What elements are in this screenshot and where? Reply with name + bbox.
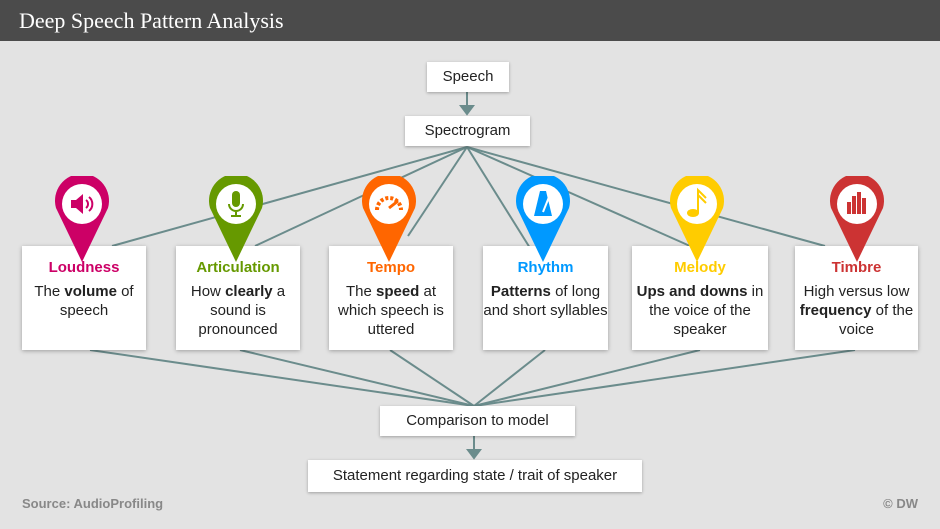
feature-title: Timbre (831, 259, 882, 276)
feature-title: Tempo (366, 259, 416, 276)
microphone-icon (228, 191, 244, 217)
spectrogram-box: Spectrogram (405, 116, 530, 146)
source-note: Source: AudioProfiling (22, 496, 164, 511)
map-pin-rhythm (515, 173, 571, 264)
map-pin-loudness (54, 173, 110, 264)
map-pin-timbre (829, 173, 885, 264)
page-title: Deep Speech Pattern Analysis (19, 8, 284, 33)
speedometer-icon (375, 196, 403, 211)
map-pin-tempo (361, 173, 417, 264)
speaker-icon (71, 194, 94, 214)
feature-description: High versus low frequency of the voice (799, 283, 914, 338)
map-pin-articulation (208, 173, 264, 264)
feature-title: Rhythm (517, 259, 574, 276)
feature-title: Loudness (48, 259, 120, 276)
feature-title: Melody (674, 259, 726, 276)
speech-box: Speech (427, 62, 509, 92)
music-note-icon (687, 187, 707, 217)
feature-description: Patterns of long and short syllables (483, 283, 608, 319)
comparison-box: Comparison to model (380, 406, 575, 436)
feature-title: Articulation (196, 259, 280, 276)
feature-description: Ups and downs in the voice of the speake… (636, 283, 764, 338)
equalizer-icon (847, 192, 866, 214)
feature-description: How clearly a sound is pronounced (190, 283, 286, 338)
feature-description: The volume of speech (34, 283, 134, 319)
feature-description: The speed at which speech is uttered (338, 283, 444, 338)
metronome-icon (534, 191, 552, 216)
map-pin-melody (669, 173, 725, 264)
copyright: © DW (883, 496, 918, 511)
header-bar: Deep Speech Pattern Analysis (0, 0, 940, 41)
statement-box: Statement regarding state / trait of spe… (308, 460, 642, 492)
